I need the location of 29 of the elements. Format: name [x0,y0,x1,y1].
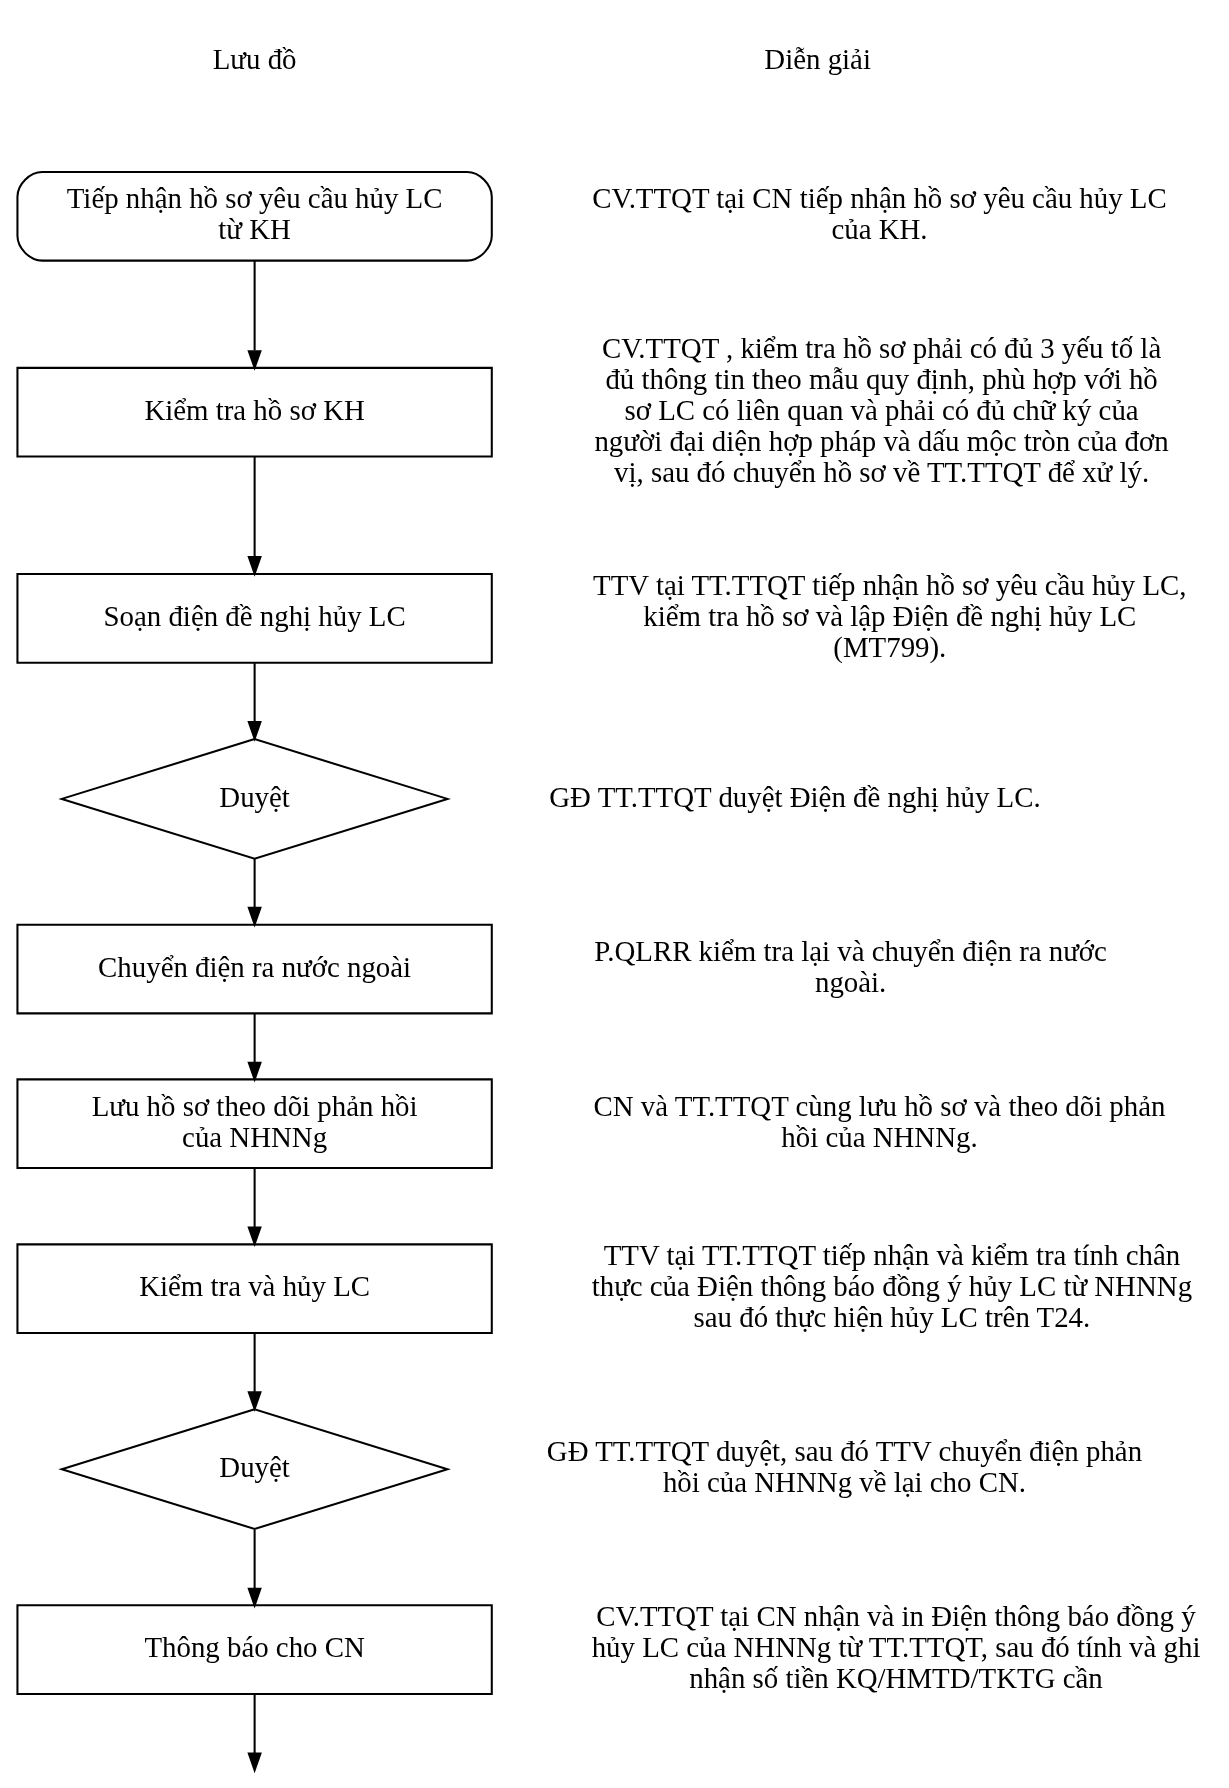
label: Diễn giải [764,42,871,75]
arrow [247,1529,262,1608]
node-box: Tiếp nhận hồ sơ yêu cầu hủy LC từ KH [16,170,493,262]
label: P.QLRR kiểm tra lại và chuyển điện ra nước ngoài. [594,934,1107,998]
label: GĐ TT.TTQT duyệt Điện đề nghị hủy LC. [549,780,1041,813]
label: CV.TTQT , kiểm tra hồ sơ phải có đủ 3 yếu tố là đủ thông tin theo mẫu quy định, phù hợp với hồ sơ LC có liên quan và phải có đủ chữ ký của người đại diện hợp pháp và dấu mộc tròn của đơn vị, sau đó chuyển hồ sơ về TT.TTQT để xử lý. [594,331,1169,488]
label: CN và TT.TTQT cùng lưu hồ sơ và theo dõi phản hồi của NHNNg. [593,1089,1166,1153]
label: GĐ TT.TTQT duyệt, sau đó TTV chuyển điện phản hồi của NHNNg về lại cho CN. [546,1434,1143,1498]
node-box: Kiểm tra và hủy LC [16,1242,493,1334]
node-box: Lưu hồ sơ theo dõi phản hồi của NHNNg [16,1077,493,1169]
node-diamond: Duyệt [58,737,451,860]
label: CV.TTQT tại CN nhận và in Điện thông báo đồng ý hủy LC của NHNNg từ TT.TTQT, sau đó tính và ghi nhận số tiền KQ/HMTD/TKTG cần [591,1599,1201,1694]
arrow [247,1168,262,1247]
label: CV.TTQT tại CN tiếp nhận hồ sơ yêu cầu hủy LC của KH. [592,181,1167,245]
node-diamond: Duyệt [58,1407,451,1530]
node-box: Kiểm tra hồ sơ KH [16,366,493,458]
arrow [247,1694,262,1773]
label: TTV tại TT.TTQT tiếp nhận hồ sơ yêu cầu hủy LC, kiểm tra hồ sơ và lập Điện đề nghị hủy LC (MT799). [593,568,1187,663]
node-box: Soạn điện đề nghị hủy LC [16,572,493,664]
arrow [247,858,262,927]
node-box: Thông báo cho CN [16,1603,493,1695]
arrow [247,260,262,371]
arrow [247,662,262,742]
arrow [247,1332,262,1412]
arrow [247,1013,262,1082]
node-box: Chuyển điện ra nước ngoài [16,923,493,1014]
label: Lưu đồ [212,42,297,75]
arrow [247,456,262,577]
label: TTV tại TT.TTQT tiếp nhận và kiểm tra tính chân thực của Điện thông báo đồng ý hủy LC từ NHNNg sau đó thực hiện hủy LC trên T24. [591,1238,1193,1333]
